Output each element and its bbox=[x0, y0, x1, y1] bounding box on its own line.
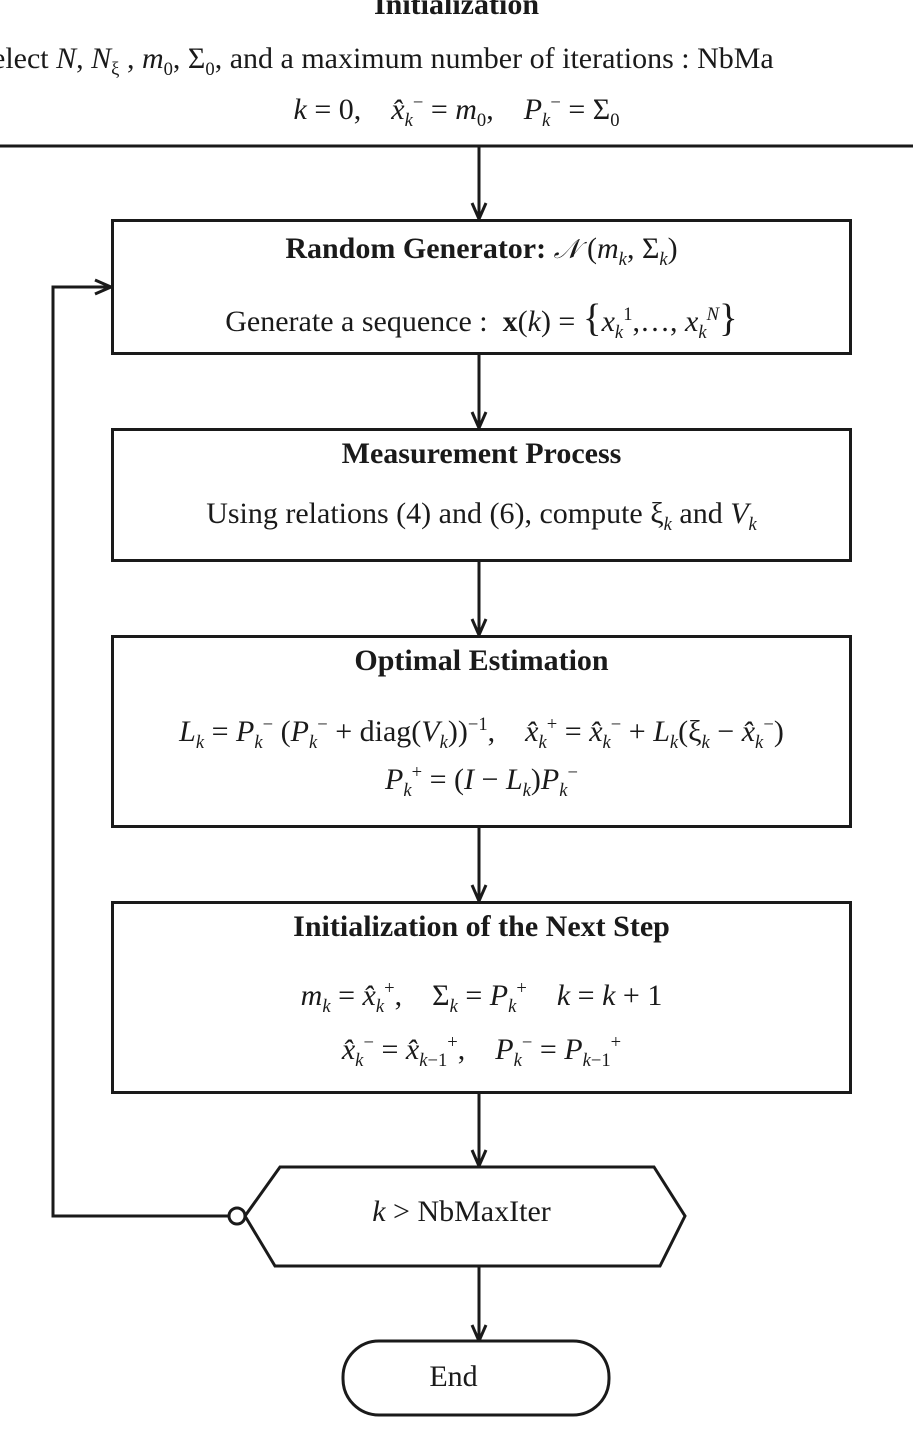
initialization-line-2: k = 0, x̂k− = m0, Pk− = Σ0 bbox=[293, 92, 620, 131]
next-step-equation-2: x̂k− = x̂k−1+, Pk− = Pk−1+ bbox=[341, 1032, 622, 1071]
next-step-equation-1: mk = x̂k+, Σk = Pk+ k = k + 1 bbox=[300, 978, 663, 1017]
random-generator-title: Random Generator: bbox=[285, 232, 547, 265]
optimal-estimation-box: Optimal Estimation Lk = Pk− (Pk− + diag(… bbox=[111, 635, 852, 828]
optimal-estimation-equation-2: Pk+ = (I − Lk)Pk− bbox=[385, 762, 578, 801]
initialization-prefix: elect bbox=[0, 42, 49, 75]
initialization-title: Initialization bbox=[373, 0, 539, 21]
random-generator-box: Random Generator: 𝒩 (mk, Σk) Generate a … bbox=[111, 219, 852, 355]
end-terminal-shape bbox=[341, 1339, 611, 1417]
optimal-estimation-title: Optimal Estimation bbox=[354, 644, 609, 677]
end-label: End bbox=[429, 1360, 478, 1393]
initialization-line-1: elect N, Nξ , m0, Σ0, and a maximum numb… bbox=[0, 42, 905, 81]
next-step-box: Initialization of the Next Step mk = x̂k… bbox=[111, 901, 852, 1094]
measurement-process-title: Measurement Process bbox=[341, 437, 622, 470]
decision-text: > NbMaxIter bbox=[385, 1195, 551, 1228]
measurement-process-body: Using relations (4) and (6), compute ξk … bbox=[206, 497, 757, 535]
optimal-estimation-equation-1: Lk = Pk− (Pk− + diag(Vk))−1, x̂k+ = x̂k−… bbox=[179, 714, 784, 753]
loop-back-line bbox=[51, 287, 230, 1218]
initialization-text: and a maximum number of iterations : NbM… bbox=[222, 42, 774, 75]
decision-condition: k > NbMaxIter bbox=[5, 1195, 913, 1229]
negation-circle bbox=[227, 1206, 247, 1226]
random-generator-heading: Random Generator: 𝒩 (mk, Σk) bbox=[285, 232, 678, 270]
next-step-title: Initialization of the Next Step bbox=[293, 910, 670, 943]
measurement-process-box: Measurement Process Using relations (4) … bbox=[111, 428, 852, 562]
var-N-xi: N bbox=[91, 42, 112, 75]
decision-variable: k bbox=[372, 1195, 386, 1228]
random-generator-body: Generate a sequence : x(k) = {xk1,…, xkN… bbox=[225, 297, 738, 343]
var-N: N bbox=[56, 42, 77, 75]
